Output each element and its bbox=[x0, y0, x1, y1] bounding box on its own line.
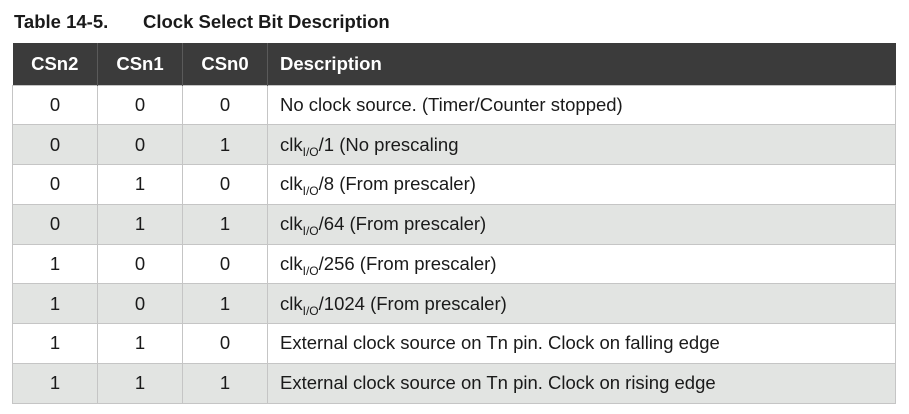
desc-suffix: /64 (From prescaler) bbox=[318, 213, 487, 235]
cell-description: External clock source on Tn pin. Clock o… bbox=[267, 362, 896, 404]
desc-subscript: I/O bbox=[302, 184, 319, 199]
cell-csn1: 0 bbox=[97, 283, 183, 324]
desc-subscript: I/O bbox=[302, 303, 319, 318]
cell-csn2: 0 bbox=[12, 164, 98, 205]
header-csn2: CSn2 bbox=[31, 52, 79, 74]
cell-csn0: 1 bbox=[182, 362, 268, 404]
cell-csn0: 0 bbox=[182, 84, 268, 126]
table-row: 1 1 1 External clock source on Tn pin. C… bbox=[12, 362, 896, 404]
desc-subscript: I/O bbox=[302, 263, 319, 278]
cell-csn0: 1 bbox=[182, 203, 268, 245]
table-row: 0 0 0 No clock source. (Timer/Counter st… bbox=[12, 84, 896, 126]
desc-text: clk bbox=[280, 292, 303, 314]
table-row: 0 0 1 clkI/O/1 (No prescaling bbox=[12, 124, 896, 165]
desc-text: clk bbox=[280, 133, 303, 155]
desc-subscript: I/O bbox=[302, 224, 319, 239]
cell-csn2: 1 bbox=[12, 323, 98, 364]
cell-csn2: 1 bbox=[12, 283, 98, 324]
table-title: Clock Select Bit Description bbox=[143, 11, 390, 32]
desc-text: clk bbox=[280, 173, 303, 195]
table-caption: Table 14-5. Clock Select Bit Description bbox=[14, 11, 390, 33]
table-header-row: CSn2 CSn1 CSn0 Description bbox=[12, 43, 896, 85]
table-row: 0 1 0 clkI/O/8 (From prescaler) bbox=[12, 164, 896, 205]
cell-csn0: 0 bbox=[182, 243, 268, 285]
table-row: 1 0 0 clkI/O/256 (From prescaler) bbox=[12, 243, 896, 285]
table-row: 1 0 1 clkI/O/1024 (From prescaler) bbox=[12, 283, 896, 324]
header-description: Description bbox=[267, 43, 896, 85]
cell-csn0: 0 bbox=[182, 323, 268, 364]
desc-suffix: /256 (From prescaler) bbox=[318, 252, 497, 274]
desc-text: No clock source. (Timer/Counter stopped) bbox=[280, 93, 623, 115]
desc-suffix: /1024 (From prescaler) bbox=[318, 292, 507, 314]
desc-text: clk bbox=[280, 213, 303, 235]
desc-suffix: /1 (No prescaling bbox=[318, 133, 459, 155]
cell-csn1: 1 bbox=[97, 203, 183, 245]
desc-text: External clock source on Tn pin. Clock o… bbox=[280, 332, 720, 354]
clock-select-table: CSn2 CSn1 CSn0 Description 0 0 0 No cloc… bbox=[12, 43, 896, 404]
cell-csn0: 1 bbox=[182, 283, 268, 324]
cell-csn2: 0 bbox=[12, 84, 98, 126]
cell-csn0: 1 bbox=[182, 124, 268, 165]
header-csn1: CSn1 bbox=[97, 43, 183, 85]
cell-description: clkI/O/256 (From prescaler) bbox=[267, 243, 896, 285]
desc-text: clk bbox=[280, 252, 303, 274]
cell-description: clkI/O/1024 (From prescaler) bbox=[267, 283, 896, 324]
cell-csn1: 1 bbox=[97, 164, 183, 205]
cell-csn2: 1 bbox=[12, 243, 98, 285]
cell-csn2: 1 bbox=[12, 362, 98, 404]
table-row: 1 1 0 External clock source on Tn pin. C… bbox=[12, 323, 896, 364]
cell-description: clkI/O/64 (From prescaler) bbox=[267, 203, 896, 245]
cell-csn2: 0 bbox=[12, 203, 98, 245]
cell-csn1: 1 bbox=[97, 323, 183, 364]
cell-description: clkI/O/1 (No prescaling bbox=[267, 124, 896, 165]
desc-text: External clock source on Tn pin. Clock o… bbox=[280, 372, 716, 394]
cell-csn2: 0 bbox=[12, 124, 98, 165]
cell-csn0: 0 bbox=[182, 164, 268, 205]
cell-description: External clock source on Tn pin. Clock o… bbox=[267, 323, 896, 364]
cell-description: No clock source. (Timer/Counter stopped) bbox=[267, 84, 896, 126]
cell-csn1: 1 bbox=[97, 362, 183, 404]
header-csn0: CSn0 bbox=[182, 43, 268, 85]
desc-subscript: I/O bbox=[302, 144, 319, 159]
cell-description: clkI/O/8 (From prescaler) bbox=[267, 164, 896, 205]
cell-csn1: 0 bbox=[97, 84, 183, 126]
table-row: 0 1 1 clkI/O/64 (From prescaler) bbox=[12, 203, 896, 245]
cell-csn1: 0 bbox=[97, 124, 183, 165]
table-number: Table 14-5. bbox=[14, 11, 109, 32]
cell-csn1: 0 bbox=[97, 243, 183, 285]
desc-suffix: /8 (From prescaler) bbox=[318, 173, 476, 195]
